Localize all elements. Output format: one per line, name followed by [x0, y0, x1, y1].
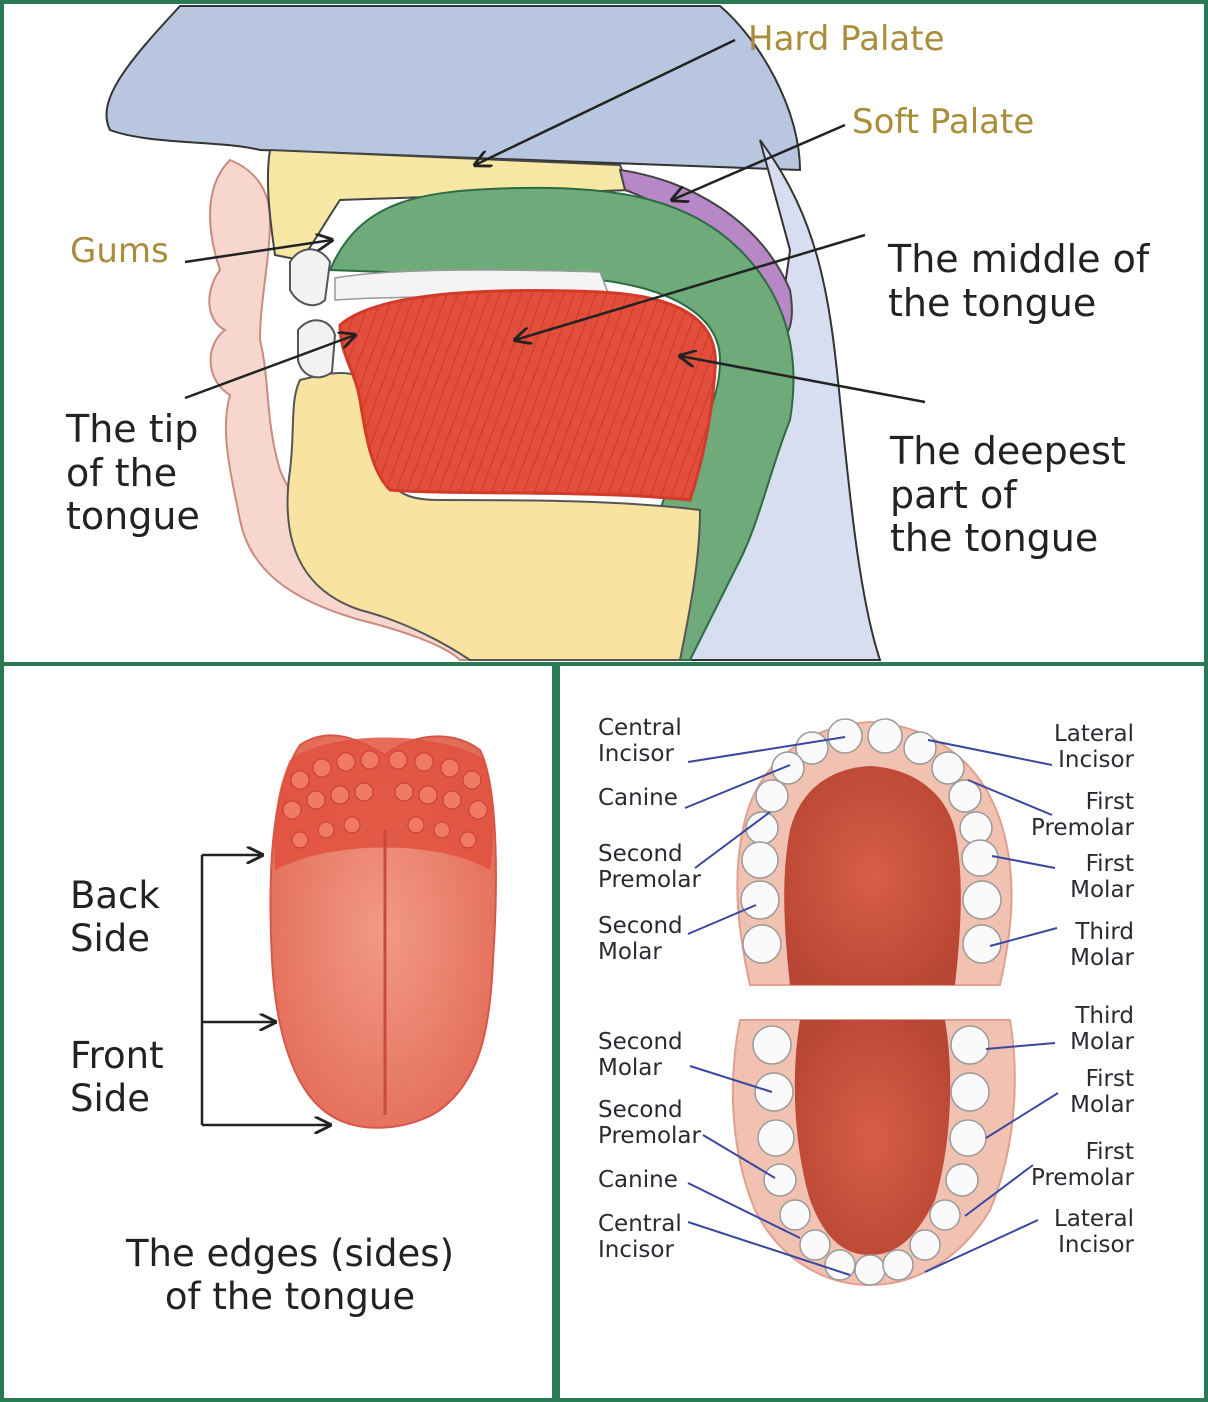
label-deepest-part: The deepest part of the tongue [890, 429, 1126, 561]
label-lower-first-molar: First Molar [1070, 1066, 1134, 1118]
label-upper-second-premolar: Second Premolar [598, 841, 701, 893]
label-upper-first-molar: First Molar [1070, 851, 1134, 903]
papillae [282, 750, 488, 849]
bottom-right-panel-frame [556, 662, 1208, 1402]
label-lower-third-molar: Third Molar [1070, 1003, 1134, 1055]
hard-palate-arrow [475, 38, 736, 165]
lower-tongue-floor [794, 1020, 951, 1255]
nasal-cavity [105, 5, 802, 172]
label-middle-of-tongue: The middle of the tongue [888, 237, 1150, 325]
upper-incisor [289, 248, 332, 307]
tip-arrow [184, 335, 355, 400]
label-lower-canine: Canine [598, 1167, 678, 1193]
soft-palate-arrow [672, 123, 846, 200]
label-lower-lateral-incisor: Lateral Incisor [1053, 1206, 1134, 1258]
caption-edges: The edges (sides) of the tongue [125, 1232, 455, 1318]
bottom-left-panel-frame [0, 662, 556, 1402]
label-soft-palate: Soft Palate [852, 102, 1035, 142]
label-hard-palate: Hard Palate [748, 19, 945, 59]
gums-arrow [184, 240, 332, 264]
label-lower-first-premolar: First Premolar [1031, 1139, 1134, 1191]
pointer-lines [684, 736, 1059, 1276]
teeth [740, 718, 1002, 1286]
label-front-side: Front Side [70, 1034, 164, 1120]
deepest-arrow [680, 356, 926, 404]
label-lower-second-molar: Second Molar [598, 1029, 683, 1081]
middle-arrow [515, 233, 866, 340]
label-upper-second-molar: Second Molar [598, 913, 683, 965]
label-upper-canine: Canine [598, 785, 678, 811]
label-upper-third-molar: Third Molar [1070, 919, 1134, 971]
dental-arches [684, 718, 1059, 1287]
label-lower-second-premolar: Second Premolar [598, 1097, 701, 1149]
label-tip-of-tongue: The tip of the tongue [66, 407, 200, 539]
label-back-side: Back Side [70, 874, 160, 960]
tongue [338, 289, 717, 502]
sagittal-head-illustration [105, 5, 926, 661]
label-upper-lateral-incisor: Lateral Incisor [1053, 721, 1134, 773]
label-upper-central-incisor: Central Incisor [598, 715, 682, 767]
label-lower-central-incisor: Central Incisor [598, 1211, 682, 1263]
label-gums: Gums [70, 231, 169, 271]
label-upper-first-premolar: First Premolar [1031, 789, 1134, 841]
tongue-top-view [200, 734, 497, 1127]
upper-palate [784, 766, 961, 985]
